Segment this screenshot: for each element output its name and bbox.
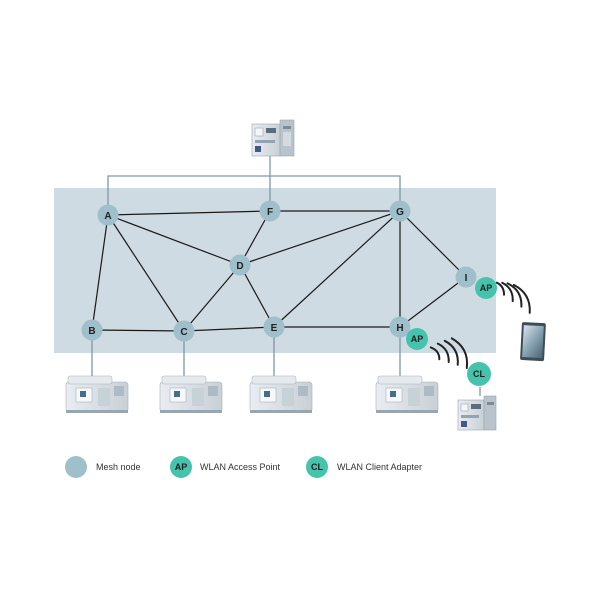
- access-point-badge: AP: [475, 277, 497, 299]
- mesh-node-f: [259, 200, 281, 222]
- legend-client-adapter-badge: CL: [311, 462, 323, 472]
- node-label-a: A: [104, 211, 111, 222]
- wireless-signal-icon: [495, 281, 531, 314]
- mesh-node-g: [389, 200, 411, 222]
- legend-item-access-point: AP WLAN Access Point: [170, 456, 281, 478]
- legend-client-adapter-label: WLAN Client Adapter: [337, 462, 422, 472]
- cnc-machine-icon: [249, 375, 313, 413]
- mesh-link-a-c: [107, 214, 185, 332]
- node-label-h: H: [396, 323, 403, 334]
- legend-item-client-adapter: CL WLAN Client Adapter: [306, 456, 422, 478]
- legend-access-point-swatch: [170, 456, 192, 478]
- mesh-node-h: [389, 316, 411, 338]
- client-adapter-badge-label: CL: [473, 369, 485, 379]
- cnc-machine-icon: [159, 375, 223, 413]
- node-label-g: G: [396, 207, 404, 218]
- node-label-d: D: [236, 261, 243, 272]
- access-point-badge-label: AP: [480, 283, 493, 293]
- mesh-link-g-e: [273, 210, 401, 328]
- node-label-c: C: [180, 327, 187, 338]
- legend-mesh-node-swatch: [65, 456, 87, 478]
- legend-item-mesh-node: Mesh node: [65, 456, 141, 478]
- machine-drops: [91, 337, 481, 396]
- mesh-link-a-b: [91, 214, 109, 331]
- node-label-b: B: [88, 326, 95, 337]
- mesh-link-d-g: [239, 210, 401, 266]
- legend-mesh-node-label: Mesh node: [96, 462, 141, 472]
- legend-access-point-badge: AP: [175, 462, 188, 472]
- access-point-badge-label: AP: [411, 334, 424, 344]
- mesh-node-c: [173, 320, 195, 342]
- mesh-node-labels: A F G D I B C E H: [88, 207, 467, 338]
- legend-client-adapter-swatch: [306, 456, 328, 478]
- client-cabinet-icon: [457, 395, 497, 431]
- mesh-node-d: [229, 254, 251, 276]
- mesh-link-a-d: [107, 214, 241, 266]
- cnc-machine-icon: [65, 375, 129, 413]
- mesh-link-b-c: [91, 329, 185, 332]
- legend: Mesh node AP WLAN Access Point CL WLAN C…: [65, 456, 422, 478]
- mesh-nodes: [81, 200, 477, 342]
- mesh-link-d-e: [239, 264, 275, 328]
- cnc-machine-icon: [375, 375, 439, 413]
- mesh-node-i: [455, 266, 477, 288]
- tablet-icon: [520, 322, 546, 362]
- mesh-link-g-i: [399, 210, 467, 278]
- wireless-signal-icon: [429, 337, 469, 369]
- controller-cabinet-icon: [251, 119, 295, 157]
- access-point-badge: AP: [406, 328, 428, 350]
- node-label-e: E: [271, 323, 278, 334]
- legend-access-point-label: WLAN Access Point: [200, 462, 281, 472]
- mesh-node-b: [81, 319, 103, 341]
- mesh-link-i-h: [399, 276, 467, 328]
- node-label-i: I: [465, 273, 468, 284]
- node-label-f: F: [267, 207, 273, 218]
- mesh-links: [91, 210, 467, 332]
- client-adapter-badge: CL: [467, 362, 491, 386]
- mesh-node-a: [97, 204, 119, 226]
- mesh-link-a-f: [107, 210, 271, 216]
- mesh-node-e: [263, 316, 285, 338]
- mesh-link-c-e: [183, 326, 275, 332]
- mesh-link-d-c: [183, 264, 241, 332]
